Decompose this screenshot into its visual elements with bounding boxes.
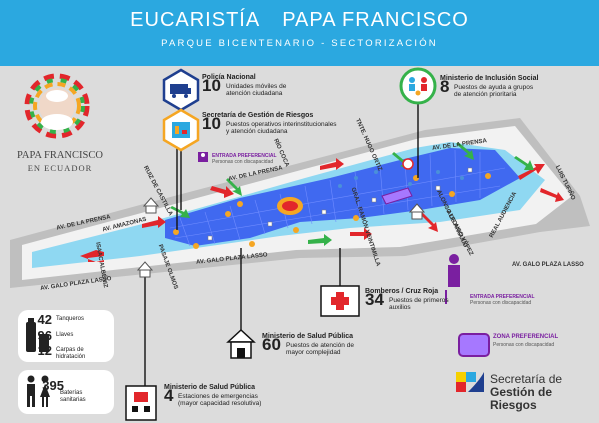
restroom-icon — [27, 375, 50, 407]
entrada-preferencial-top: ENTRADA PREFERENCIAL Personas con discap… — [212, 153, 277, 165]
hospital-icon — [125, 385, 157, 421]
page-subtitle: PARQUE BICENTENARIO - SECTORIZACIÓN — [161, 38, 438, 49]
title-left: EUCARISTÍA — [130, 9, 261, 31]
pope-logo-text: PAPA FRANCISCO EN ECUADOR — [6, 150, 114, 174]
callout-sgr: Secretaría de Gestión de Riesgos 10 Pues… — [202, 112, 337, 135]
street-av-galo-right: AV. GALO PLAZA LASSO — [512, 262, 584, 268]
sgr-hexagon-icon — [162, 108, 200, 152]
bottle-icon — [26, 318, 49, 352]
page-title: EUCARISTÍA PAPA FRANCISCO — [0, 9, 599, 32]
callout-mies: Ministerio de Inclusión Social 8 Puestos… — [440, 75, 539, 98]
exit-arrows — [80, 158, 564, 262]
pope-logo-line1: PAPA FRANCISCO — [17, 150, 103, 161]
sgr-logo-text: Secretaría de Gestión de Riesgos — [490, 372, 563, 412]
house-markers — [136, 158, 426, 278]
pope-logo — [24, 73, 90, 139]
callout-bomberos: Bomberos / Cruz Roja 34 Puestos de prime… — [365, 288, 449, 311]
venue-map — [10, 67, 590, 421]
zona-preferencial-legend: ZONA PREFERENCIAL Personas con discapaci… — [493, 334, 559, 348]
callout-salud-60: Ministerio de Salud Pública 60 Puestos d… — [262, 333, 354, 356]
pope-logo-line2: EN ECUADOR — [27, 163, 93, 173]
sgr-logo-mark — [456, 372, 484, 392]
header-banner — [0, 0, 599, 66]
altar — [277, 197, 303, 215]
sgr-points — [173, 173, 491, 249]
title-right: PAPA FRANCISCO — [282, 9, 469, 31]
callout-salud-4: Ministerio de Salud Pública 4 Estaciones… — [164, 384, 262, 407]
entrada-preferencial-bottom: ENTRADA PREFERENCIAL Personas con discap… — [470, 294, 535, 306]
mies-circle-icon — [399, 67, 437, 105]
wheelchair-entrance-icon — [198, 152, 460, 304]
police-hexagon-icon — [162, 68, 200, 112]
health-house-icon — [226, 328, 256, 359]
first-aid-points — [207, 167, 473, 241]
preferential-zone — [381, 187, 413, 205]
water-points — [338, 170, 464, 188]
zona-preferencial-swatch — [458, 333, 490, 357]
bomberos-icon — [320, 285, 360, 317]
